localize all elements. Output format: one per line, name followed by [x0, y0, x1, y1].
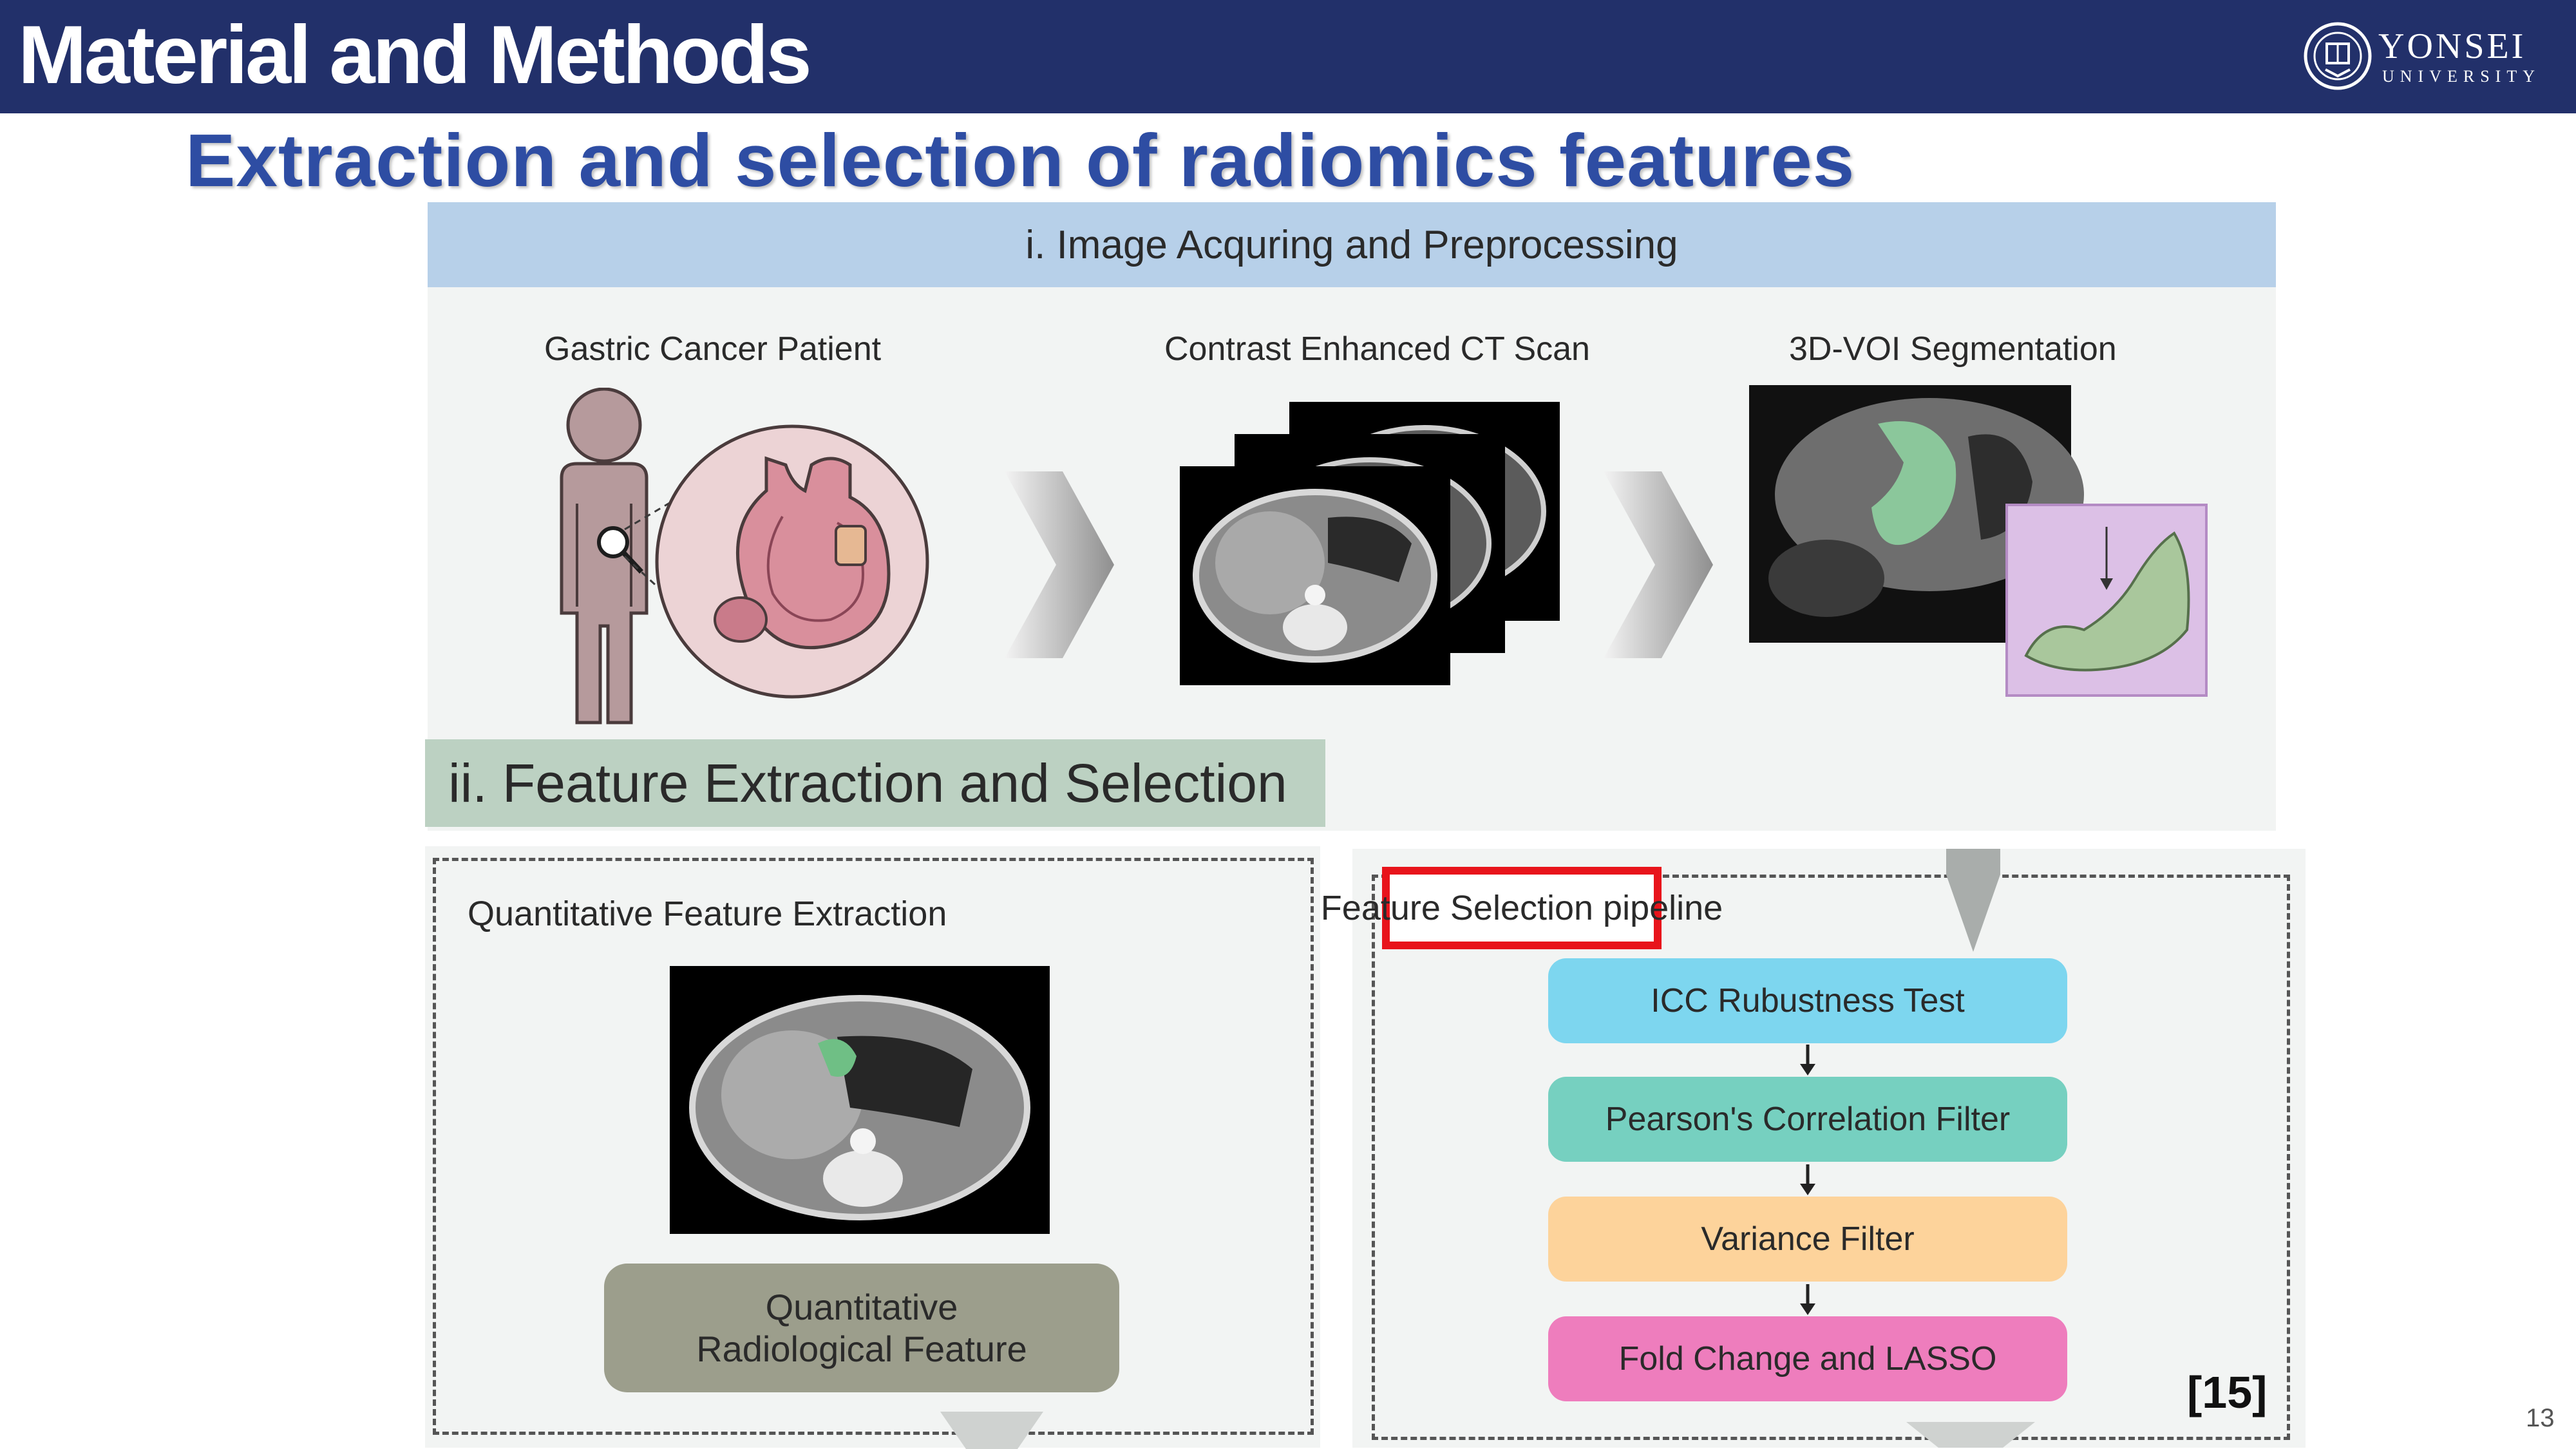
pipeline-dashed-box — [1372, 875, 2290, 1440]
step-arrow-icon — [1800, 1045, 1815, 1075]
extraction-dashed-box — [433, 858, 1314, 1435]
step-arrow-icon — [1800, 1164, 1815, 1195]
pipeline-step-icc: ICC Rubustness Test — [1548, 958, 2067, 1043]
pipeline-step-lasso: Fold Change and LASSO — [1548, 1316, 2067, 1401]
step-label-segmentation: 3D-VOI Segmentation — [1789, 330, 2117, 368]
university-seal-icon — [2304, 22, 2372, 90]
step-arrow-icon — [1800, 1284, 1815, 1315]
header-bar: Material and Methods YONSEI UNIVERSITY — [0, 0, 2576, 113]
slide-subtitle: Extraction and selection of radiomics fe… — [185, 118, 1855, 202]
output-line-2: Radiological Feature — [696, 1329, 1027, 1369]
yonsei-logo: YONSEI UNIVERSITY — [2302, 21, 2547, 91]
step-label-ct-scan: Contrast Enhanced CT Scan — [1164, 330, 1590, 368]
section2-title: ii. Feature Extraction and Selection — [448, 752, 1287, 813]
pipeline-step-label: Variance Filter — [1701, 1220, 1915, 1258]
patient-stomach-illustration — [560, 388, 929, 724]
pipeline-step-pearson: Pearson's Correlation Filter — [1548, 1077, 2067, 1162]
segmentation-image — [1749, 385, 2208, 697]
page-number: 13 — [2526, 1404, 2555, 1432]
section1-title: i. Image Acquring and Preprocessing — [1025, 222, 1678, 267]
pipeline-step-variance: Variance Filter — [1548, 1197, 2067, 1282]
pipeline-step-label: Pearson's Correlation Filter — [1605, 1101, 2011, 1138]
extraction-title: Quantitative Feature Extraction — [468, 895, 947, 933]
pipeline-title: Feature Selection pipeline — [1320, 889, 1723, 927]
down-arrow-icon — [940, 1412, 1043, 1449]
ct-scan-stack-image — [1180, 402, 1560, 685]
flow-arrow-icon — [1005, 471, 1114, 658]
slide-title: Material and Methods — [18, 9, 812, 101]
section1-header: i. Image Acquring and Preprocessing — [428, 202, 2276, 287]
pipeline-title-highlight: Feature Selection pipeline — [1321, 867, 1723, 949]
radiological-feature-box: Quantitative Radiological Feature — [604, 1264, 1119, 1392]
output-line-1: Quantitative — [765, 1287, 958, 1327]
logo-name: YONSEI — [2378, 26, 2526, 66]
logo-subtext: UNIVERSITY — [2382, 67, 2541, 86]
flow-arrow-icon — [1604, 471, 1713, 658]
radiomics-workflow-diagram: i. Image Acquring and Preprocessing Gast… — [425, 201, 2306, 1449]
down-arrow-icon — [1906, 1422, 2035, 1448]
down-arrow-icon — [1946, 849, 2000, 952]
pipeline-step-label: ICC Rubustness Test — [1651, 982, 1965, 1019]
section2-header: ii. Feature Extraction and Selection — [425, 739, 1325, 827]
ct-segmented-image — [670, 966, 1050, 1234]
step-label-patient: Gastric Cancer Patient — [544, 330, 882, 368]
pipeline-step-label: Fold Change and LASSO — [1618, 1340, 1997, 1378]
reference-citation: [15] — [2187, 1367, 2268, 1417]
